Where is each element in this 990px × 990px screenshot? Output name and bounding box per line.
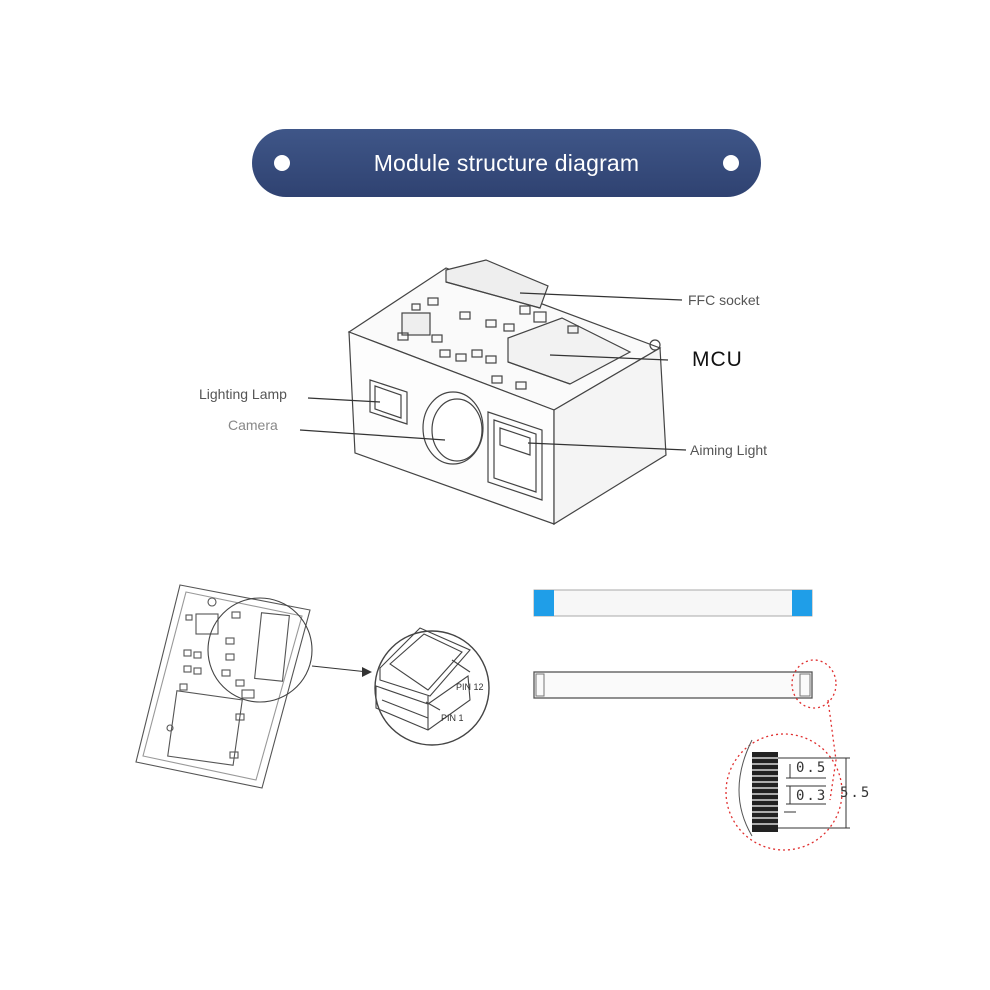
pcb-back-drawing	[135, 584, 313, 789]
banner-title: Module structure diagram	[373, 149, 640, 176]
camera-label: Camera	[228, 417, 278, 433]
leader-lines	[299, 292, 687, 451]
pin12-label: PIN 12	[456, 682, 484, 692]
contact-pins-detail	[738, 739, 850, 837]
aiming-light-label: Aiming Light	[690, 442, 768, 458]
banner-dot-right	[723, 155, 739, 171]
lighting-lamp-label: Lighting Lamp	[199, 386, 287, 402]
connector-zoom-drawing	[374, 627, 490, 746]
ffc-socket-label: FFC socket	[688, 292, 760, 308]
width-dimension: 0.3	[796, 788, 828, 804]
title-banner: Module structure diagram	[252, 129, 761, 197]
ffc-cable-bottom	[533, 671, 813, 699]
module-3d-drawing	[347, 259, 667, 526]
banner-dot-left	[274, 155, 290, 171]
mcu-label: MCU	[692, 348, 743, 371]
pin1-label: PIN 1	[441, 713, 464, 723]
ffc-cable-top	[533, 589, 813, 617]
dashed-detail-circles	[725, 659, 843, 851]
pitch-dimension: 0.5	[796, 760, 828, 776]
total-dimension: 5.5	[840, 785, 872, 801]
connector-arrow	[311, 665, 372, 677]
